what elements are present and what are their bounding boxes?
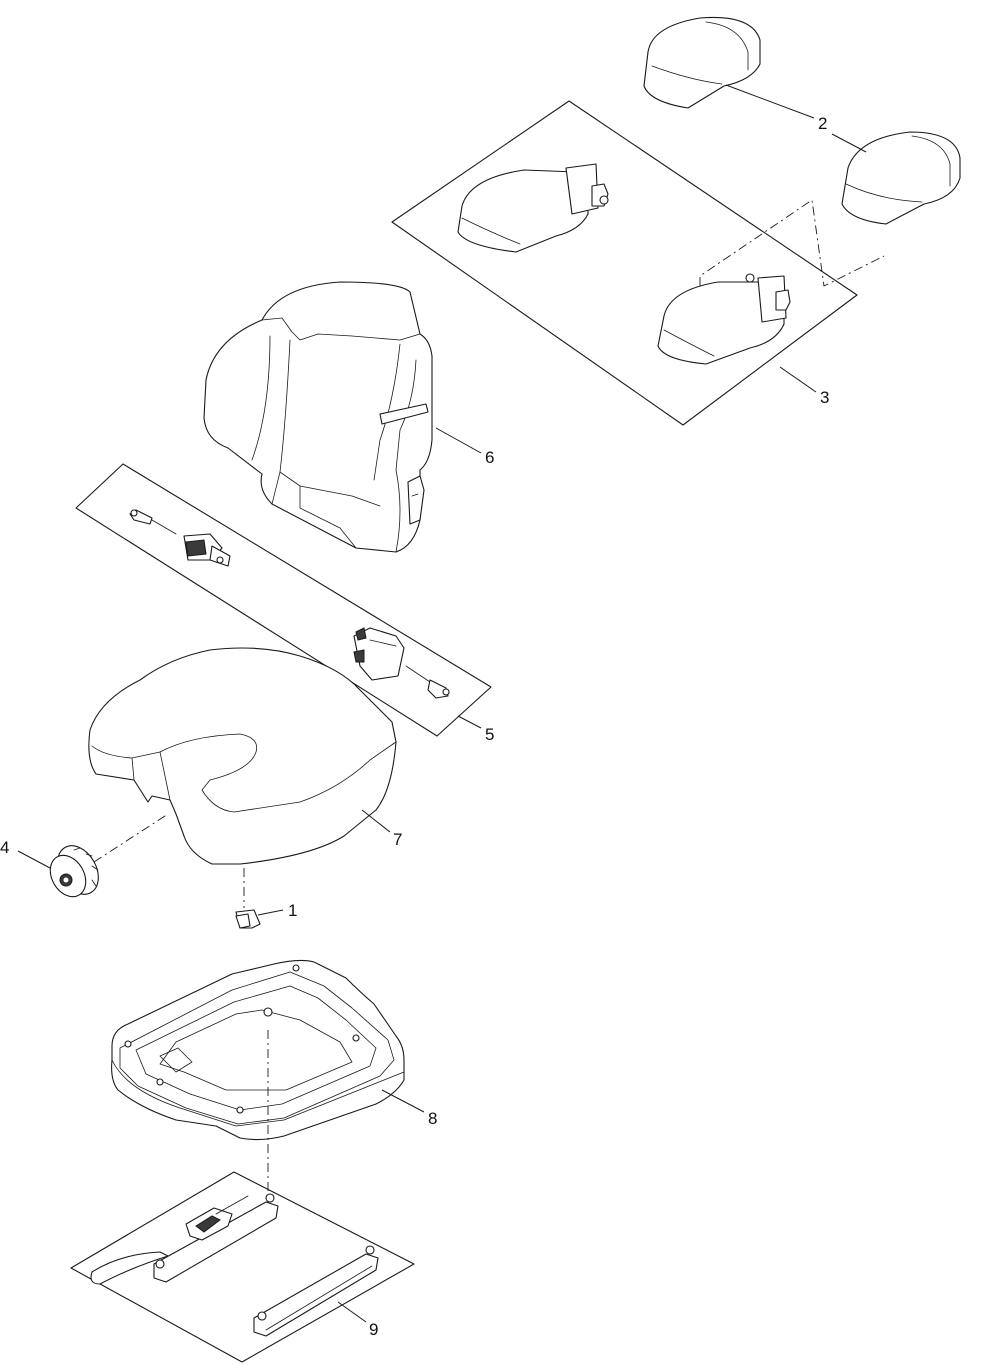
callout-3: 3 [820, 388, 829, 407]
seat-pan-frame [111, 959, 405, 1141]
headrest-pad-group [643, 16, 961, 225]
seat-belt-buckle [183, 533, 231, 567]
seat-belt-bolt-left [129, 509, 177, 535]
slide-rail-right [253, 1245, 379, 1337]
seat-belt-kit-panel [75, 463, 492, 737]
callout-5: 5 [485, 725, 494, 744]
callout-numbers: 1 2 3 4 5 6 7 8 9 [0, 114, 829, 1339]
seat-belt-latch [353, 627, 405, 681]
armrest-right [657, 273, 791, 365]
seat-backrest [203, 281, 433, 553]
adjustment-knob [49, 845, 99, 898]
callout-7: 7 [393, 830, 402, 849]
slide-rail-left [90, 1193, 279, 1285]
armrest-kit-panel [391, 100, 885, 426]
headrest-pad-right [841, 131, 961, 225]
callout-6: 6 [485, 448, 494, 467]
callout-8: 8 [428, 1109, 437, 1128]
seat-switch [235, 909, 261, 929]
callout-4: 4 [0, 838, 9, 857]
callout-1: 1 [288, 901, 297, 920]
slide-rails-panel [70, 1171, 415, 1363]
seat-belt-bolt-right [405, 665, 450, 699]
callout-2: 2 [818, 114, 827, 133]
leader-lines [17, 84, 867, 1323]
headrest-pad-left [643, 16, 761, 109]
callout-9: 9 [369, 1320, 378, 1339]
armrest-left [457, 163, 609, 253]
seat-cushion [88, 647, 397, 865]
